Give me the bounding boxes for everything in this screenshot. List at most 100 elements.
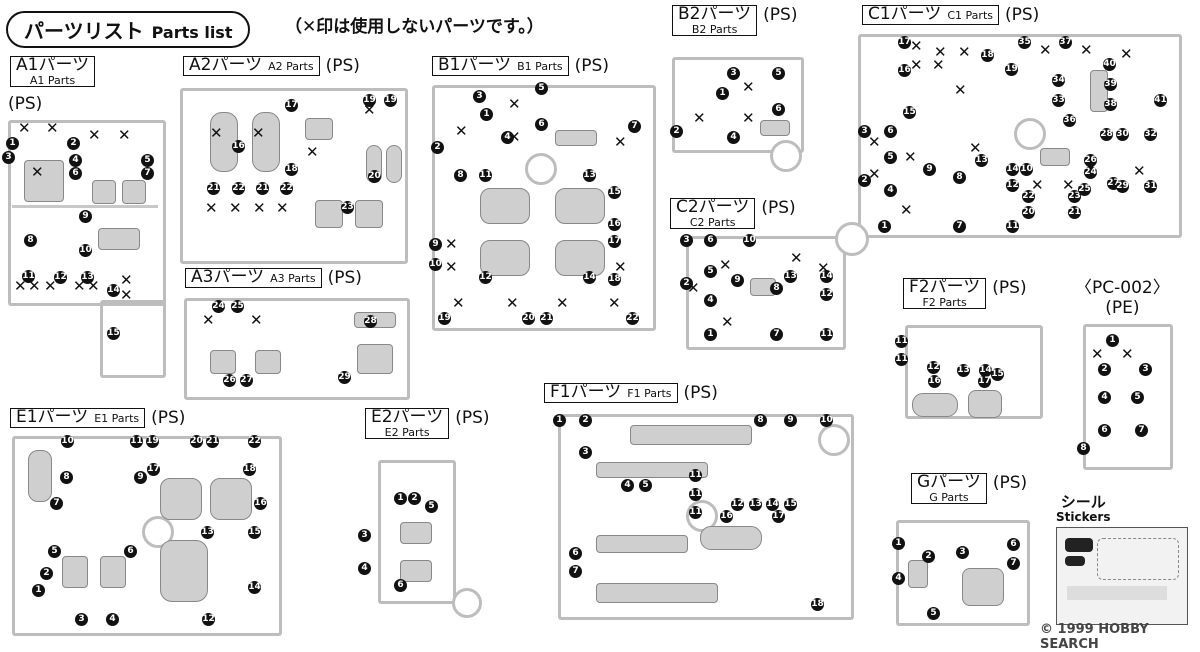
- part-number-f2-13: 13: [957, 364, 970, 377]
- part-number-pc-6: 6: [1098, 424, 1111, 437]
- part-number-e2-1: 1: [394, 492, 407, 505]
- part-number-e1-4: 4: [106, 613, 119, 626]
- part-number-f1-1: 1: [553, 414, 566, 427]
- part-number-g-1: 1: [892, 537, 905, 550]
- unused-cross-icon: ✕: [31, 163, 44, 181]
- part-number-c2-4: 4: [704, 294, 717, 307]
- part-number-f2-11: 11: [895, 335, 908, 348]
- part-number-pc-3: 3: [1139, 363, 1152, 376]
- part-number-b1-17: 17: [608, 235, 621, 248]
- part-number-pc-8: 8: [1077, 442, 1090, 455]
- part-number-b1-2: 2: [431, 141, 444, 154]
- part-number-c1-25: 25: [1078, 183, 1091, 196]
- sticker-sheet: [1056, 527, 1188, 625]
- part-number-e2-3: 3: [358, 529, 371, 542]
- part-number-a3-26: 26: [223, 374, 236, 387]
- unused-cross-icon: ✕: [250, 311, 263, 329]
- part-number-c2-11: 11: [820, 328, 833, 341]
- runner-pc: [1083, 324, 1173, 470]
- f2-jp: F2パーツ: [909, 277, 981, 297]
- part-number-e1-18: 18: [243, 463, 256, 476]
- part-number-c1-33: 33: [1052, 94, 1065, 107]
- part-number-a1-15: 15: [107, 327, 120, 340]
- part-number-a1-11: 11: [22, 270, 35, 283]
- part-a3-block: [255, 350, 281, 374]
- part-number-g-4: 4: [892, 572, 905, 585]
- part-number-b1-15: 15: [608, 186, 621, 199]
- runner-a1-tab: [100, 300, 166, 378]
- part-number-a1-8: 8: [24, 234, 37, 247]
- sticker-jp: シール: [1060, 493, 1106, 511]
- part-number-b2-5: 5: [772, 67, 785, 80]
- unused-cross-icon: ✕: [614, 133, 627, 151]
- part-a2-block: [355, 200, 383, 228]
- part-number-b1-6: 6: [535, 118, 548, 131]
- part-number-e2-2: 2: [408, 492, 421, 505]
- part-number-a1-6: 6: [69, 167, 82, 180]
- part-number-g-7: 7: [1007, 557, 1020, 570]
- part-number-c1-18: 18: [981, 49, 994, 62]
- part-a3-frame: [357, 344, 393, 374]
- part-number-b1-11: 11: [479, 169, 492, 182]
- part-number-e1-5: 5: [48, 545, 61, 558]
- f1-en: F1 Parts: [627, 387, 672, 400]
- unused-cross-icon: ✕: [614, 258, 627, 276]
- a3-material: (PS): [327, 268, 362, 288]
- part-b1-armor: [555, 188, 605, 224]
- part-number-a2-19: 19: [363, 94, 376, 107]
- part-number-e1-19: 19: [146, 435, 159, 448]
- part-number-f1-11: 11: [689, 469, 702, 482]
- unused-cross-icon: ✕: [28, 277, 41, 295]
- part-number-f1-17: 17: [772, 510, 785, 523]
- unused-cross-icon: ✕: [721, 313, 734, 331]
- part-number-a1-9: 9: [79, 210, 92, 223]
- runner-b1-gate: [525, 153, 557, 185]
- part-number-c1-10: 10: [1020, 163, 1033, 176]
- part-f1-rail: [596, 462, 708, 478]
- unused-cross-icon: ✕: [508, 128, 521, 146]
- runner-a3: [184, 298, 410, 400]
- unused-cross-icon: ✕: [87, 277, 100, 295]
- unused-cross-icon: ✕: [18, 119, 31, 137]
- f1-material: (PS): [683, 383, 718, 403]
- part-f2-pod: [912, 393, 958, 417]
- part-number-g-5: 5: [927, 607, 940, 620]
- part-number-b1-9: 9: [429, 238, 442, 251]
- part-c1-arm: [1090, 70, 1108, 112]
- unused-cross-icon: ✕: [1062, 176, 1075, 194]
- part-a1-piece: [98, 228, 140, 250]
- part-number-e1-16: 16: [254, 497, 267, 510]
- part-number-f2-17: 17: [978, 375, 991, 388]
- part-number-c1-28: 28: [1100, 128, 1113, 141]
- c1-en: C1 Parts: [947, 9, 993, 22]
- unused-cross-icon: ✕: [817, 259, 830, 277]
- part-e1-shield: [160, 478, 202, 520]
- part-number-a2-19: 19: [384, 94, 397, 107]
- part-number-a2-16: 16: [232, 140, 245, 153]
- part-number-a1-13: 13: [81, 271, 94, 284]
- c1-material: (PS): [1004, 5, 1040, 25]
- part-number-a2-20: 20: [368, 170, 381, 183]
- title-jp: パーツリスト: [24, 19, 144, 43]
- unused-cross-icon: ✕: [202, 311, 215, 329]
- part-number-c1-23: 23: [1068, 190, 1081, 203]
- part-number-b1-1: 1: [480, 108, 493, 121]
- c2-en: C2 Parts: [689, 215, 736, 229]
- part-number-c1-32: 32: [1144, 128, 1157, 141]
- runner-e2-gate: [452, 588, 482, 618]
- part-a2-block: [315, 200, 343, 228]
- e2-jp: E2パーツ: [371, 407, 444, 427]
- part-number-c1-41: 41: [1154, 94, 1167, 107]
- part-number-c1-7: 7: [953, 220, 966, 233]
- unused-cross-icon: ✕: [1121, 345, 1134, 363]
- g-material: (PS): [992, 473, 1028, 493]
- part-number-c2-10: 10: [743, 234, 756, 247]
- unused-cross-icon: ✕: [932, 56, 945, 74]
- part-number-e1-9: 9: [134, 471, 147, 484]
- runner-e2: [378, 460, 456, 604]
- part-number-a1-3: 3: [2, 151, 15, 164]
- part-number-c1-29: 29: [1116, 180, 1129, 193]
- part-a3-block: [210, 350, 236, 374]
- unused-cross-icon: ✕: [1039, 41, 1052, 59]
